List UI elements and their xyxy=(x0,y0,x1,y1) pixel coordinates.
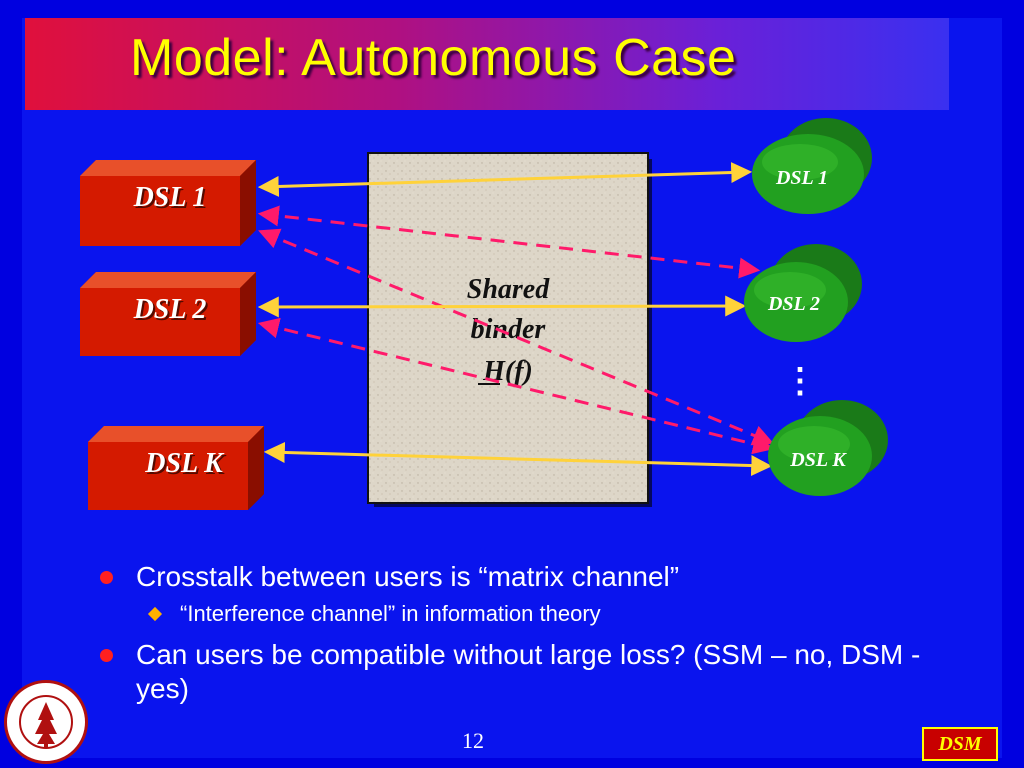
right-node-label-k: DSL K xyxy=(789,449,847,471)
left-box-dsl-k: DSL K DSL K xyxy=(88,426,264,510)
orange-diamond-icon xyxy=(147,606,163,622)
bullet-text-2: Can users be compatible without large lo… xyxy=(136,639,921,704)
sub-bullet-text-1: “Interference channel” in information th… xyxy=(180,601,601,626)
left-box-shadow-2: DSL 2 xyxy=(135,296,209,327)
direct-line-k xyxy=(263,441,773,477)
crosstalk-2-k xyxy=(257,317,775,455)
left-box-shadow-k: DSL K xyxy=(146,450,227,481)
red-dot-icon xyxy=(100,649,113,662)
left-box-label-k: DSL K xyxy=(144,448,225,479)
binder-line-3: H(f) xyxy=(482,356,533,387)
right-node-dsl-1: DSL 1 xyxy=(752,118,872,214)
left-box-label-1: DSL 1 xyxy=(133,182,207,213)
right-node-label-2: DSL 2 xyxy=(767,293,820,315)
right-node-dsl-2: DSL 2 xyxy=(744,244,862,342)
tree-icon xyxy=(35,702,57,748)
left-box-dsl-2: DSL 2 DSL 2 xyxy=(80,272,256,356)
binder-line-1: Shared xyxy=(467,274,550,305)
page-number: 12 xyxy=(462,728,484,753)
crosstalk-lines xyxy=(257,205,775,455)
bullet-list: Crosstalk between users is “matrix chann… xyxy=(100,560,980,712)
sub-bullet-item-1: “Interference channel” in information th… xyxy=(100,600,980,628)
binder-line-2: binder xyxy=(471,314,547,345)
shared-binder: Shared binder H(f) xyxy=(367,152,652,507)
right-node-label-1: DSL 1 xyxy=(775,167,828,189)
bullet-item-1: Crosstalk between users is “matrix chann… xyxy=(100,560,980,594)
left-box-label-2: DSL 2 xyxy=(133,294,207,325)
slide-title: Model: Autonomous Case xyxy=(130,29,737,87)
direct-line-1 xyxy=(257,162,753,197)
left-box-shadow-1: DSL 1 xyxy=(135,184,209,215)
right-node-dsl-k: DSL K xyxy=(768,400,888,496)
university-seal-icon xyxy=(4,680,88,764)
red-dot-icon xyxy=(100,571,113,584)
direct-lines xyxy=(257,162,773,477)
dsm-badge: DSM xyxy=(922,727,998,761)
bullet-item-2: Can users be compatible without large lo… xyxy=(100,638,980,706)
direct-line-2 xyxy=(257,295,747,318)
ellipsis-dots: ⋮ xyxy=(783,363,817,400)
title-bar xyxy=(25,18,949,110)
bullet-text-1: Crosstalk between users is “matrix chann… xyxy=(136,561,680,592)
left-box-dsl-1: DSL 1 DSL 1 xyxy=(80,160,256,246)
